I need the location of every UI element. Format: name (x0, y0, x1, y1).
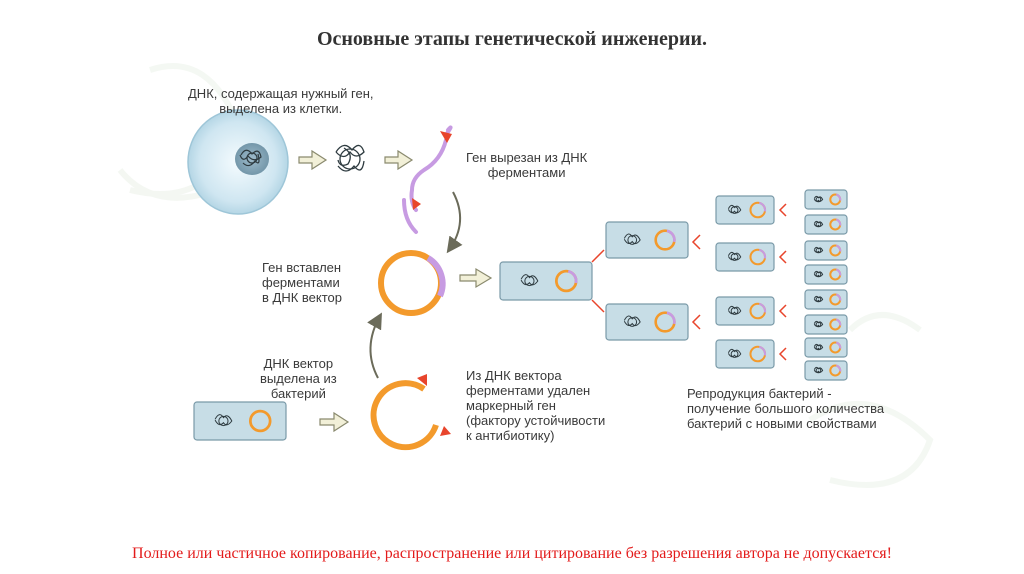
free-dna-icon (335, 144, 365, 172)
arrow-icon (298, 149, 493, 433)
chromosome-icon (813, 295, 824, 303)
curved-arrow-icon (367, 191, 463, 379)
chromosome-icon (727, 305, 742, 315)
plasmid-icon (829, 318, 842, 331)
bacterium (605, 221, 689, 259)
dna-tangle-icon (239, 149, 262, 167)
bacterium (499, 261, 593, 301)
chromosome-icon (520, 274, 539, 287)
plasmid-icon (654, 311, 676, 333)
plasmid-icon (829, 341, 842, 354)
chromosome-icon (813, 343, 824, 351)
chromosome-icon (813, 366, 824, 374)
plasmid-icon (654, 229, 676, 251)
plasmid-icon (749, 345, 767, 363)
chromosome-icon (727, 251, 742, 261)
plasmid-icon (248, 409, 272, 433)
bacterium (804, 314, 848, 335)
chromosome-icon (727, 204, 742, 214)
chromosome-icon (214, 414, 233, 427)
bacterium (804, 240, 848, 261)
bacterium (715, 242, 775, 272)
chromosome-icon (623, 233, 641, 245)
bacterium (715, 296, 775, 326)
bacterium (715, 339, 775, 369)
cell (187, 109, 289, 215)
chromosome-icon (727, 348, 742, 358)
plasmid-icon (829, 364, 842, 377)
bacterium (804, 337, 848, 358)
plasmid-icon (829, 218, 842, 231)
chromosome-icon (813, 220, 824, 228)
cut-dna-fragment (402, 125, 453, 234)
bacterium (715, 195, 775, 225)
chromosome-icon (813, 246, 824, 254)
diagram-title: Основные этапы генетической инженерии. (316, 28, 708, 50)
plasmid-icon (829, 268, 842, 281)
plasmid-icon (829, 193, 842, 206)
bacterium (804, 214, 848, 235)
bacterium (804, 189, 848, 210)
plasmid-icon (749, 248, 767, 266)
label-dna-isolated: ДНК, содержащая нужный ген,выделена из к… (188, 86, 374, 116)
label-reproduction: Репродукция бактерий -получение большого… (687, 386, 885, 431)
enzyme-marks (591, 203, 787, 361)
plasmid-icon (554, 269, 578, 293)
chromosome-icon (813, 320, 824, 328)
plasmid-icon (829, 244, 842, 257)
chromosome-icon (623, 315, 641, 327)
copyright-notice: Полное или частичное копирование, распро… (132, 545, 892, 562)
bacterium (804, 289, 848, 310)
bacterium (804, 360, 848, 381)
bacterium (804, 264, 848, 285)
plasmid-icon (749, 201, 767, 219)
chromosome-icon (813, 195, 824, 203)
plasmid-icon (829, 293, 842, 306)
recombinant-plasmid (378, 250, 446, 316)
chromosome-icon (813, 270, 824, 278)
bacterium (605, 303, 689, 341)
plasmid-icon (749, 302, 767, 320)
bacterium (193, 401, 287, 441)
vector-plasmid (370, 374, 451, 451)
bacteria-group (193, 189, 848, 441)
